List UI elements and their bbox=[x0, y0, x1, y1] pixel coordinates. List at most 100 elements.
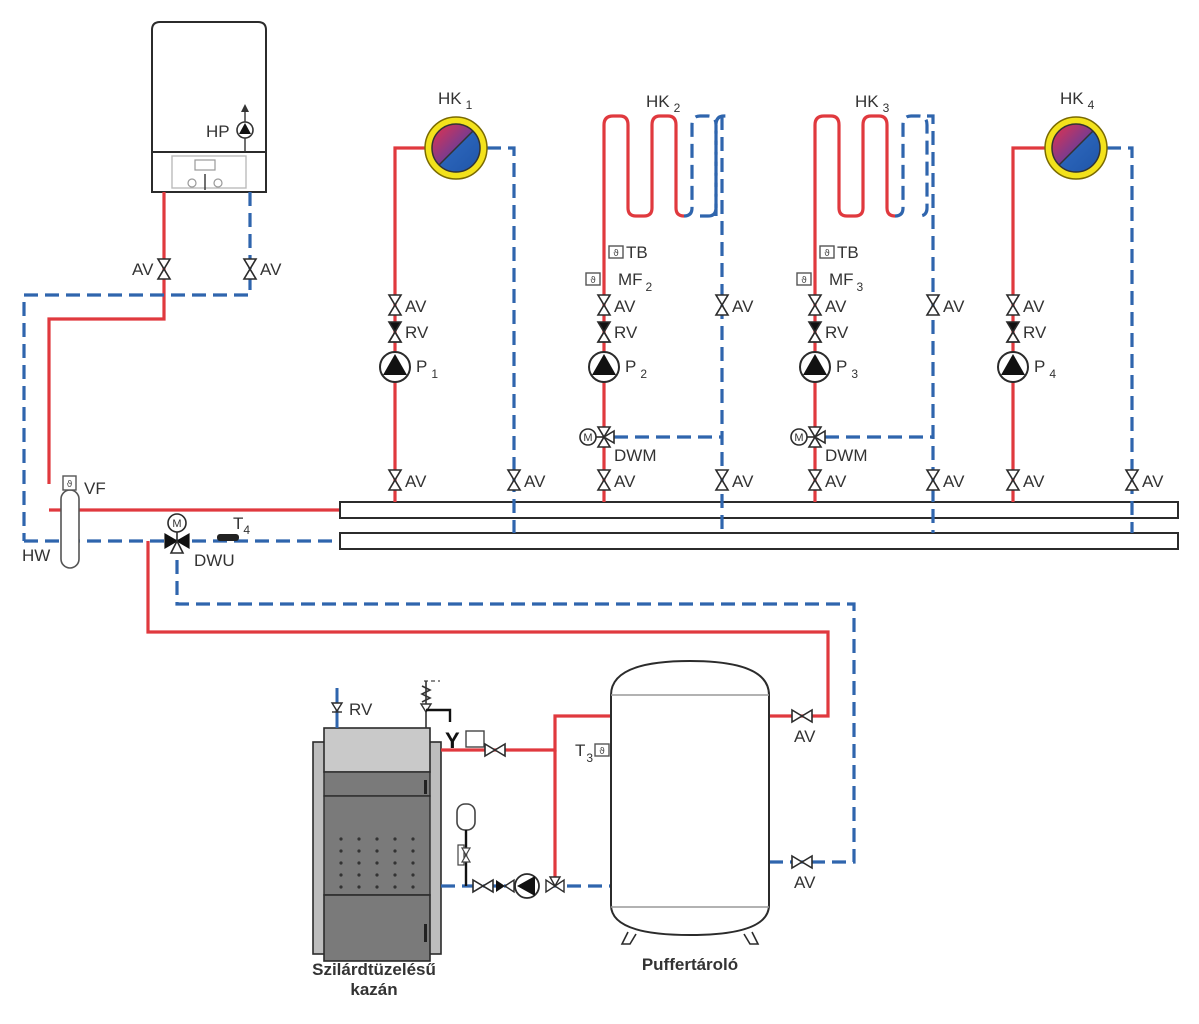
hk2-bottom-return-valve-icon[interactable] bbox=[715, 469, 729, 491]
hk2-bottom-supply-valve-icon[interactable] bbox=[597, 469, 611, 491]
safety-device-box bbox=[465, 730, 485, 748]
three-way-bypass-valve-icon[interactable] bbox=[545, 876, 565, 894]
hk3-sensor-icon bbox=[796, 272, 812, 287]
hk4-bottom-return-valve-icon[interactable] bbox=[1125, 469, 1139, 491]
boiler-pump-icon bbox=[236, 104, 254, 152]
hk3-return-valve-icon[interactable] bbox=[926, 294, 940, 316]
hk1-check-valve-icon[interactable] bbox=[388, 321, 402, 343]
hk2-pump-icon[interactable] bbox=[588, 351, 620, 383]
hk4-check-valve-label: RV bbox=[1023, 323, 1047, 342]
boiler-supply-pipe bbox=[47, 192, 166, 484]
boiler-pump-label: HP bbox=[206, 122, 230, 141]
hk2-sensor-icon bbox=[585, 272, 601, 287]
hk4-supply-valve-label: AV bbox=[1023, 297, 1045, 316]
buffer-upper-valve-icon[interactable] bbox=[791, 709, 813, 723]
boiler-grate-dots bbox=[339, 837, 415, 889]
supply-header bbox=[339, 501, 1179, 519]
hk4-bottom-supply-valve-icon[interactable] bbox=[1006, 469, 1020, 491]
hk3-bottom-return-valve-icon[interactable] bbox=[926, 469, 940, 491]
hk3-pump-icon[interactable] bbox=[799, 351, 831, 383]
radiator-hk1-icon[interactable] bbox=[424, 116, 488, 180]
hk4-supply-valve-icon[interactable] bbox=[1006, 294, 1020, 316]
hk2-bottom-supply-valve-label: AV bbox=[614, 472, 636, 491]
hk3-mixer-motor-label: M bbox=[794, 432, 803, 444]
hk2-mixer-motor-label: M bbox=[583, 432, 592, 444]
hk4-bottom-return-valve-label: AV bbox=[1142, 472, 1164, 491]
hk1-supply-valve-label: AV bbox=[405, 297, 427, 316]
buffer-lower-valve-label: AV bbox=[794, 873, 816, 892]
distribution-manifold bbox=[339, 501, 1179, 550]
buffer-return-pipe bbox=[175, 560, 856, 864]
t3-sensor-icon bbox=[594, 743, 610, 758]
return-header bbox=[339, 532, 1179, 550]
hk3-limiter-icon bbox=[819, 245, 835, 260]
hk1-bottom-return-valve-icon[interactable] bbox=[507, 469, 521, 491]
buffer-tank-label: Puffertároló bbox=[642, 955, 738, 974]
hk2-limiter-label: TB bbox=[626, 243, 648, 262]
hk1-pump-icon[interactable] bbox=[379, 351, 411, 383]
vf-sensor-label: VF bbox=[84, 479, 106, 498]
hk3-bottom-return-valve-label: AV bbox=[943, 472, 965, 491]
buffer-upper-valve-label: AV bbox=[794, 727, 816, 746]
return-valve-1-icon[interactable] bbox=[472, 879, 494, 893]
hk3-supply-valve-label: AV bbox=[825, 297, 847, 316]
boiler-return-valve-icon[interactable] bbox=[243, 258, 257, 280]
boiler-inlet-check-valve-icon[interactable] bbox=[330, 702, 344, 713]
boiler-supply-valve-icon[interactable] bbox=[157, 258, 171, 280]
hk1-supply-valve-icon[interactable] bbox=[388, 294, 402, 316]
t4-label: T4 bbox=[233, 514, 250, 537]
diverter-valve-dwu[interactable] bbox=[164, 513, 190, 554]
t4-sensor-icon bbox=[217, 534, 239, 541]
tank-leg-left bbox=[620, 931, 637, 945]
hk1-bottom-supply-valve-icon[interactable] bbox=[388, 469, 402, 491]
buffer-tank[interactable] bbox=[610, 659, 770, 945]
solid-boiler-supply-valve-icon[interactable] bbox=[484, 743, 506, 757]
svg-text:ϑ: ϑ bbox=[67, 480, 73, 490]
expansion-vessel bbox=[456, 803, 476, 886]
solid-boiler-label-line2: kazán bbox=[350, 980, 397, 999]
hydraulic-separator-label: HW bbox=[22, 546, 50, 565]
hk3-bottom-supply-valve-label: AV bbox=[825, 472, 847, 491]
hydraulic-separator: ϑ bbox=[60, 475, 80, 569]
radiator-hk4-icon[interactable] bbox=[1044, 116, 1108, 180]
hk1-bottom-supply-valve-label: AV bbox=[405, 472, 427, 491]
buffer-lower-valve-icon[interactable] bbox=[791, 855, 813, 869]
thermal-safety-valve-icon[interactable] bbox=[419, 680, 452, 728]
tank-leg-right bbox=[743, 931, 760, 945]
hk3-bottom-supply-valve-icon[interactable] bbox=[808, 469, 822, 491]
diverter-motor-label: M bbox=[172, 518, 181, 530]
hk2-return-valve-icon[interactable] bbox=[715, 294, 729, 316]
hk1-check-valve-label: RV bbox=[405, 323, 429, 342]
hk2-supply-valve-icon[interactable] bbox=[597, 294, 611, 316]
hk3-mixer-label: DWM bbox=[825, 446, 867, 465]
hk1-bottom-return-valve-label: AV bbox=[524, 472, 546, 491]
hk3-return-valve-label: AV bbox=[943, 297, 965, 316]
boiler-supply-valve-label: AV bbox=[132, 260, 154, 279]
diverter-label: DWU bbox=[194, 551, 235, 570]
solid-boiler-label-line1: Szilárdtüzelésű bbox=[312, 960, 436, 979]
solid-fuel-boiler bbox=[312, 727, 442, 962]
hk3-check-valve-label: RV bbox=[825, 323, 849, 342]
control-panel bbox=[171, 155, 247, 189]
hk4-check-valve-icon[interactable] bbox=[1006, 321, 1020, 343]
hk2-supply-valve-label: AV bbox=[614, 297, 636, 316]
hk3-check-valve-icon[interactable] bbox=[808, 321, 822, 343]
hk2-check-valve-icon[interactable] bbox=[597, 321, 611, 343]
solid-boiler-pump-icon[interactable] bbox=[514, 873, 540, 899]
hk3-supply-valve-icon[interactable] bbox=[808, 294, 822, 316]
return-check-valve-icon[interactable] bbox=[496, 878, 515, 894]
t3-label: T3 bbox=[575, 741, 593, 765]
hk4-pump-icon[interactable] bbox=[997, 351, 1029, 383]
boiler-inlet-check-valve-label: RV bbox=[349, 700, 373, 719]
hk3-limiter-label: TB bbox=[837, 243, 859, 262]
